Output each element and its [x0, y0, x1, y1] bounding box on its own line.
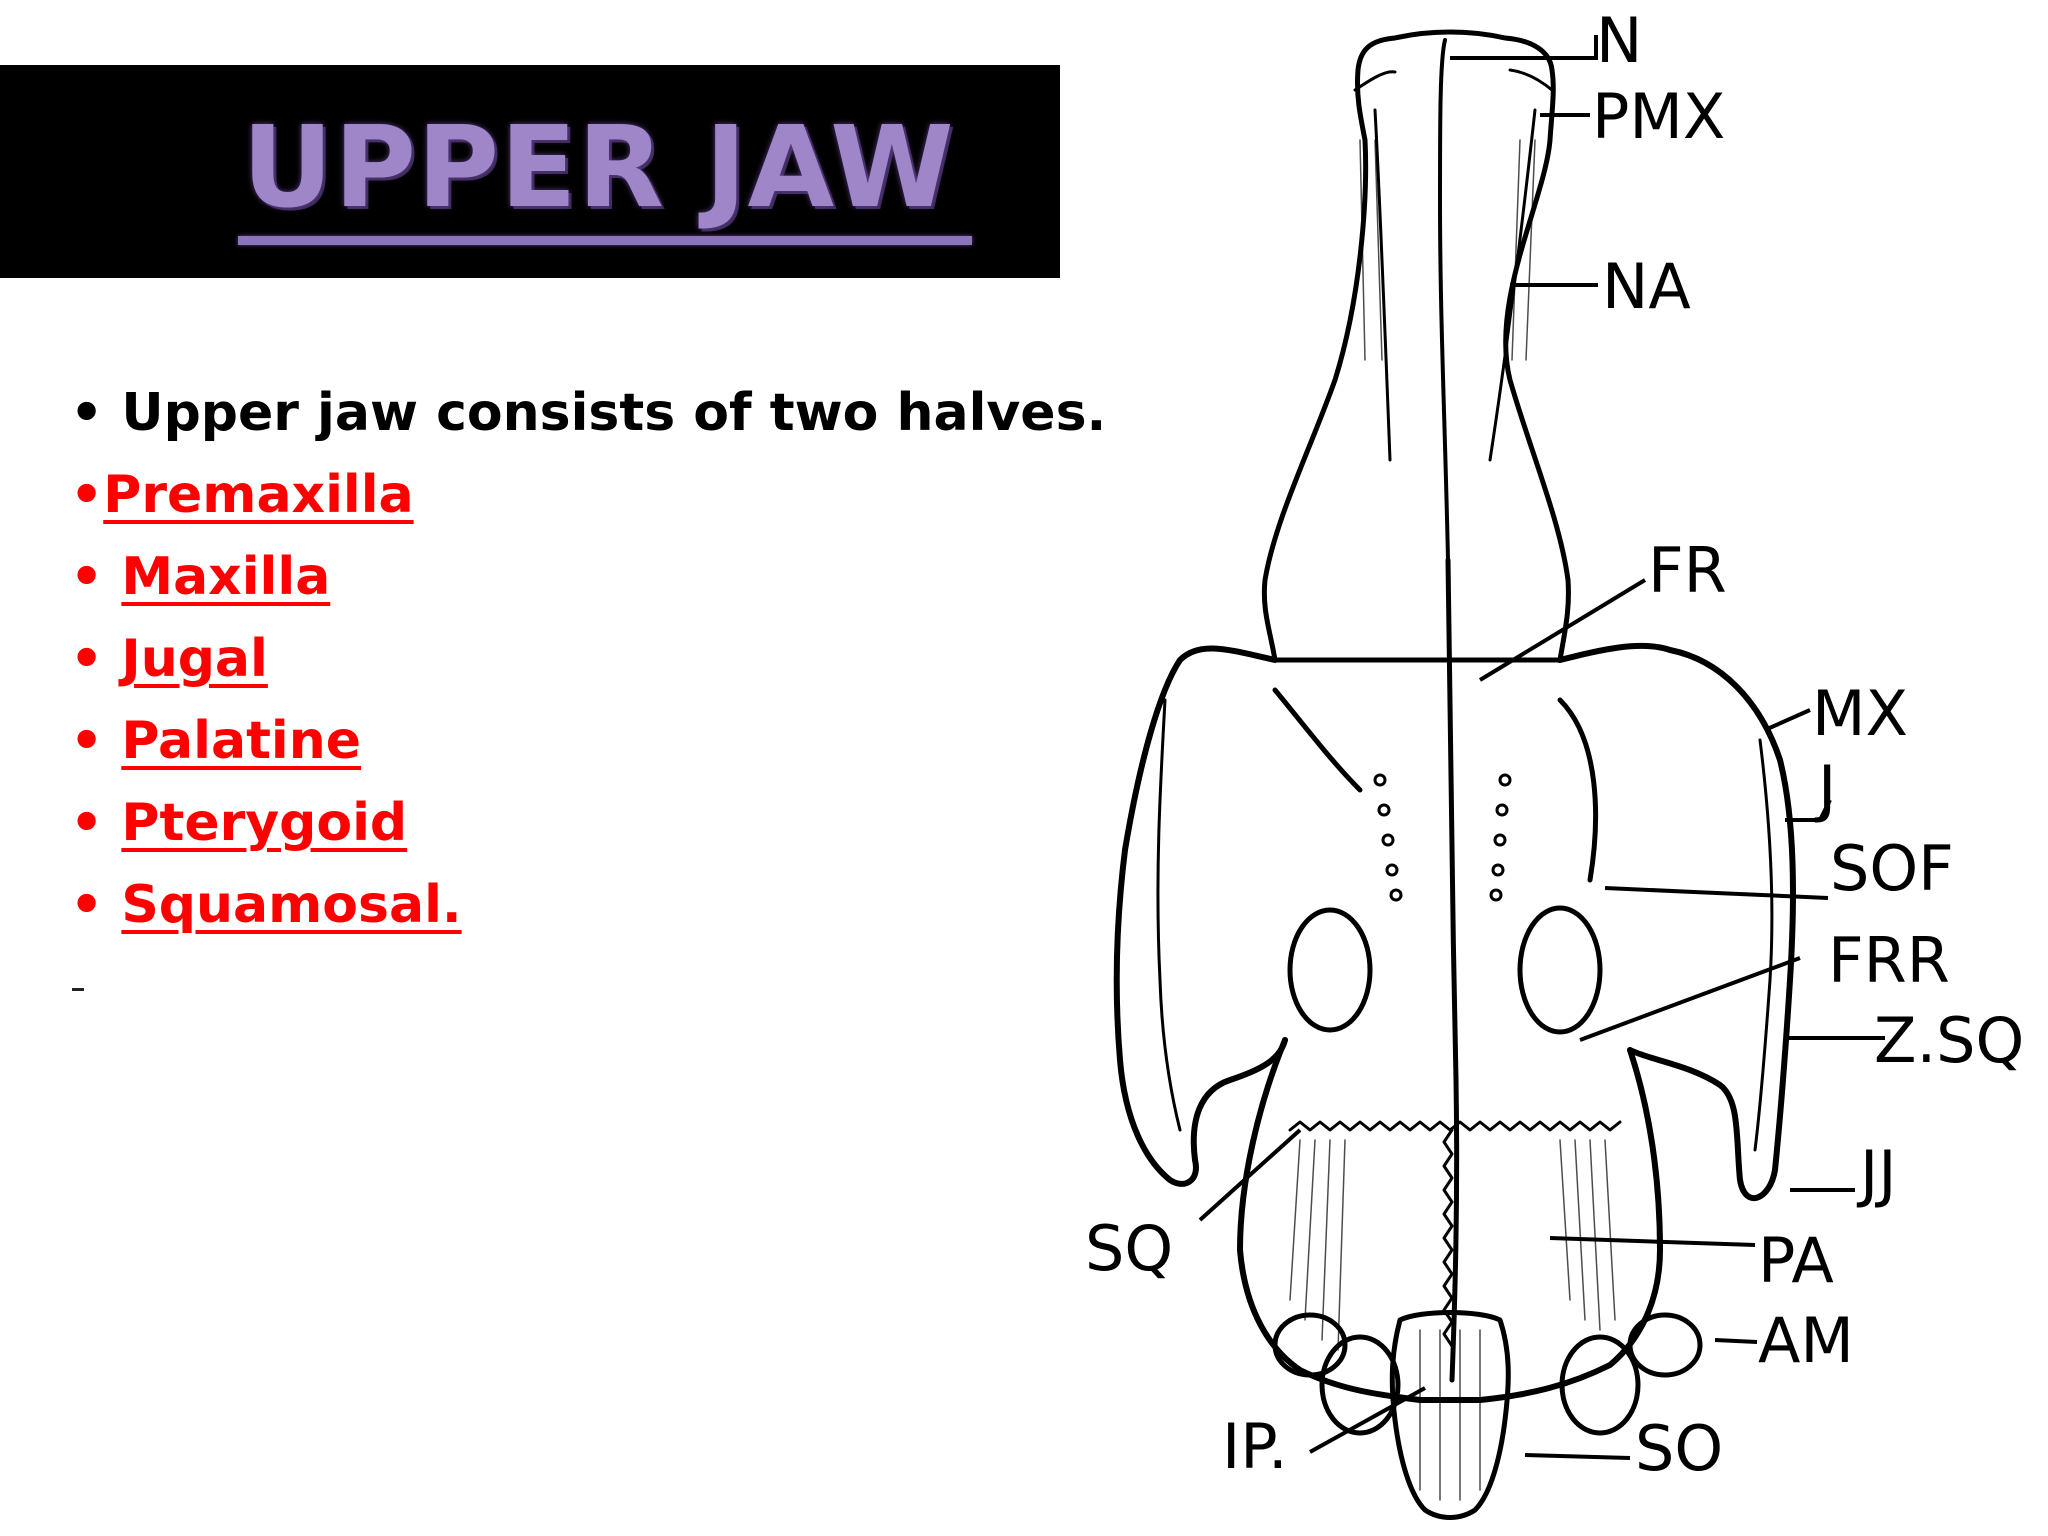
- label-sof: SOF: [1830, 832, 1954, 905]
- label-j: J: [1814, 752, 1836, 825]
- stray-dash: [72, 988, 84, 991]
- bullet-link-pterygoid[interactable]: Pterygoid: [121, 793, 408, 853]
- label-fr: FR: [1648, 534, 1727, 607]
- label-n: N: [1596, 4, 1642, 77]
- bullet-maxilla[interactable]: • Maxilla: [70, 536, 1106, 618]
- label-frr: FRR: [1828, 924, 1950, 997]
- intro-text: Upper jaw consists of two halves.: [121, 383, 1107, 443]
- bullet-palatine[interactable]: • Palatine: [70, 700, 1106, 782]
- skull-diagram: N PMX NA FR MX J SOF FRR Z.SQ JJ PA AM S…: [1085, 4, 2024, 1520]
- bullet-link-premaxilla[interactable]: Premaxilla: [103, 465, 414, 525]
- skull-midline: [1445, 557, 1460, 1383]
- label-zsq: Z.SQ: [1874, 1004, 2024, 1077]
- sagittal-suture: [1442, 1128, 1454, 1348]
- label-pmx: PMX: [1592, 80, 1725, 153]
- bullet-pterygoid[interactable]: • Pterygoid: [70, 782, 1106, 864]
- bullet-marker: •: [70, 875, 122, 935]
- bullet-premaxilla[interactable]: •Premaxilla: [70, 454, 1106, 536]
- label-so: SO: [1635, 1412, 1723, 1485]
- bullet-link-jugal[interactable]: Jugal: [121, 629, 268, 689]
- orbit-left: [1287, 907, 1373, 1033]
- bullet-squamosal[interactable]: • Squamosal.: [70, 864, 1106, 946]
- cranial-vault: [1237, 1037, 1663, 1403]
- bullet-marker: •: [70, 547, 122, 607]
- label-na: NA: [1602, 250, 1691, 323]
- label-mx: MX: [1812, 677, 1908, 750]
- bullet-link-squamosal[interactable]: Squamosal.: [121, 875, 462, 935]
- label-pa: PA: [1758, 1224, 1834, 1297]
- zygomatic-arch-left: [1113, 645, 1288, 1187]
- auditory-region-right: [1627, 1312, 1703, 1378]
- occipital-plate: [1389, 1310, 1511, 1520]
- auditory-region-left: [1272, 1312, 1348, 1378]
- zygomatic-arch-right: [1557, 642, 1796, 1202]
- title-underline: [238, 236, 972, 245]
- coronal-suture: [1288, 1120, 1622, 1132]
- skull-rostrum: [1261, 29, 1571, 663]
- orbit-right: [1517, 905, 1603, 1035]
- bullet-link-maxilla[interactable]: Maxilla: [121, 547, 331, 607]
- label-ip: IP.: [1222, 1410, 1288, 1483]
- bullet-link-palatine[interactable]: Palatine: [121, 711, 362, 771]
- bullet-jugal[interactable]: • Jugal: [70, 618, 1106, 700]
- label-sq: SQ: [1085, 1212, 1173, 1285]
- slide-title: UPPER JAW: [242, 103, 955, 233]
- label-am: AM: [1758, 1304, 1854, 1377]
- label-jj: JJ: [1856, 1137, 1897, 1210]
- bullet-marker: •: [70, 629, 122, 689]
- bullet-marker: •: [70, 793, 122, 853]
- intro-bullet: • Upper jaw consists of two halves.: [70, 383, 1107, 443]
- bullet-marker: •: [70, 711, 122, 771]
- bullet-marker: •: [70, 465, 104, 525]
- bullet-list: • Upper jaw consists of two halves. •Pre…: [70, 372, 1106, 946]
